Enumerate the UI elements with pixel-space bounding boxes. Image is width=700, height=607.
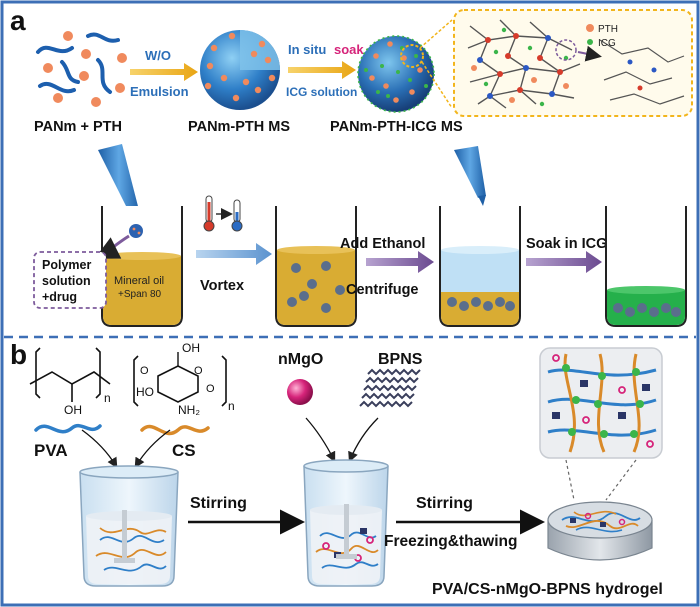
panel-a-letter: a bbox=[10, 5, 26, 36]
network-zoom-box: PTH ICG bbox=[453, 9, 693, 117]
nmgo-sphere bbox=[287, 379, 313, 405]
stirring2-label: Stirring bbox=[416, 495, 473, 512]
arrow1-bottom-label: Emulsion bbox=[130, 84, 189, 99]
arrow-pva-to-beaker bbox=[81, 429, 118, 469]
cs-oh-top: OH bbox=[182, 341, 200, 355]
label-panm-pth: PANm + PTH bbox=[34, 119, 122, 135]
arrow-vortex bbox=[196, 243, 272, 265]
polymer-box-line2: solution bbox=[42, 274, 91, 288]
mineral-oil-line2: +Span 80 bbox=[118, 289, 162, 300]
cs-o2: O bbox=[194, 365, 203, 377]
label-panm-pth-icg-ms: PANm-PTH-ICG MS bbox=[330, 119, 463, 135]
arrow-nmgo-to-beaker bbox=[305, 417, 336, 463]
beaker-centrifuged bbox=[439, 206, 521, 327]
arrow1-top-label: W/O bbox=[145, 48, 171, 63]
arrow-insitu-soak bbox=[288, 61, 356, 79]
arrow-soak-icg bbox=[526, 251, 602, 273]
pva-structure: OH n bbox=[29, 347, 111, 434]
panel-b-letter: b bbox=[10, 339, 27, 370]
pva-n: n bbox=[104, 391, 111, 405]
cs-ho: HO bbox=[136, 385, 154, 399]
cs-o1: O bbox=[140, 365, 149, 377]
panm-pth-icg-microsphere bbox=[357, 19, 453, 113]
bpns-label: BPNS bbox=[378, 351, 423, 368]
nmgo-label: nMgO bbox=[278, 351, 323, 368]
vortex-label: Vortex bbox=[200, 278, 244, 294]
polymer-box-line3: +drug bbox=[42, 290, 77, 304]
hydrogel-network-zoom bbox=[539, 347, 663, 459]
zoom-line-left bbox=[565, 459, 575, 501]
arrow2-top-label-a: In situ bbox=[288, 42, 326, 57]
cs-n: n bbox=[228, 399, 235, 413]
polymer-box-line1: Polymer bbox=[42, 258, 91, 272]
cs-o3: O bbox=[206, 383, 215, 395]
beaker-vortexed bbox=[275, 206, 357, 327]
cs-structure: OH O O O HO NH₂ n bbox=[133, 341, 235, 436]
mineral-oil-line1: Mineral oil bbox=[114, 275, 164, 287]
add-ethanol-label: Add Ethanol bbox=[340, 236, 425, 252]
stirring1-label: Stirring bbox=[190, 495, 247, 512]
centrifuge-label: Centrifuge bbox=[346, 282, 419, 298]
hydrogel-label: PVA/CS-nMgO-BPNS hydrogel bbox=[432, 581, 663, 598]
legend-pth-label: PTH bbox=[598, 24, 618, 35]
arrow-bpns-to-beaker bbox=[348, 417, 379, 463]
beaker-pva-cs bbox=[79, 465, 179, 587]
hydrogel-disk bbox=[547, 501, 653, 561]
arrow-add-ethanol bbox=[366, 251, 434, 273]
arrow2-top-label-b: soak bbox=[334, 42, 364, 57]
arrow2-bottom-label: ICG solution bbox=[286, 85, 357, 99]
soak-icg-label: Soak in ICG bbox=[526, 236, 607, 252]
panm-pth-cluster bbox=[36, 31, 127, 107]
thermometer-icons bbox=[203, 195, 243, 232]
arrow-wo-emulsion bbox=[130, 63, 198, 81]
panm-pth-microsphere bbox=[200, 30, 280, 110]
beaker-icg bbox=[605, 206, 687, 327]
beaker-mineral-oil bbox=[94, 206, 183, 327]
bpns-sheets bbox=[359, 368, 421, 408]
arrow-cs-to-beaker bbox=[134, 429, 171, 469]
pva-label: PVA bbox=[34, 441, 68, 460]
cs-nh2: NH₂ bbox=[178, 403, 200, 417]
legend-icg-label: ICG bbox=[598, 38, 616, 49]
cs-label: CS bbox=[172, 441, 196, 460]
beaker-nmgo-bpns bbox=[303, 459, 389, 587]
label-panm-pth-ms: PANm-PTH MS bbox=[188, 119, 290, 135]
pva-oh: OH bbox=[64, 403, 82, 417]
polymer-solution-box bbox=[33, 251, 107, 309]
zoom-line-right bbox=[605, 459, 637, 501]
freezing-label: Freezing&thawing bbox=[384, 533, 517, 550]
